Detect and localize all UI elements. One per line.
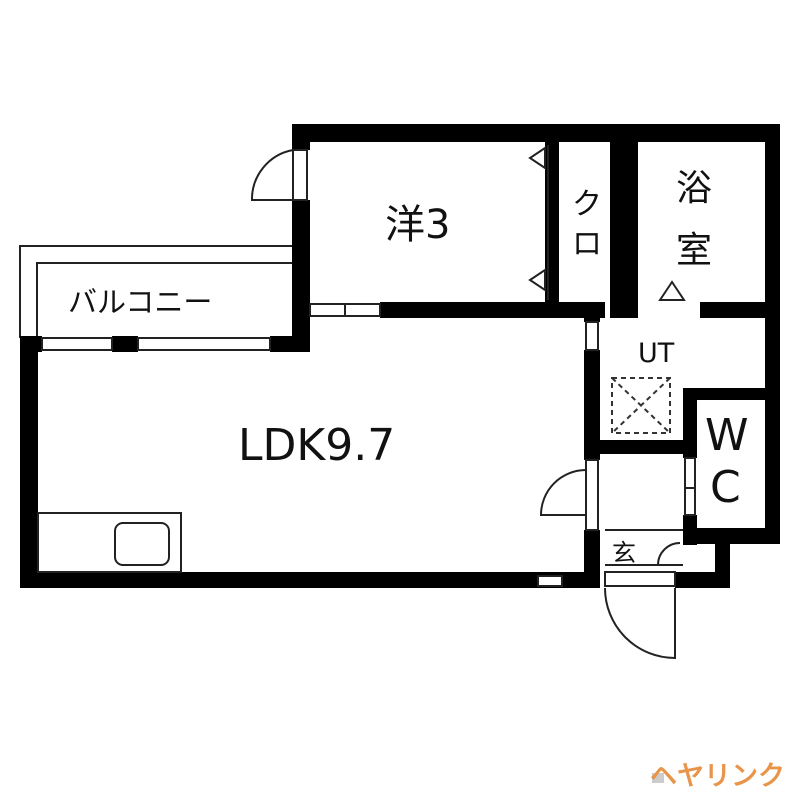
room-label-western: 洋3 — [385, 202, 450, 248]
logo-text: ヘヤリンク — [650, 761, 785, 792]
room-label-entrance: 玄 — [612, 539, 636, 567]
balcony — [19, 245, 292, 338]
windows — [41, 149, 696, 587]
room-label-ut: UT — [638, 338, 675, 369]
room-label-closet-2: ロ — [572, 227, 602, 262]
kitchen-counter — [37, 512, 182, 573]
room-label-closet-1: ク — [572, 187, 602, 222]
room-label-bath-2: 室 — [676, 230, 712, 271]
yarink-logo: ヘヤリンク — [650, 761, 785, 792]
doors — [250, 145, 686, 660]
washer-space — [611, 377, 671, 434]
room-label-balcony: バルコニー — [68, 285, 212, 319]
room-label-wc-c: C — [710, 462, 741, 513]
room-label-wc-w: W — [705, 410, 749, 461]
room-label-bath-1: 浴 — [676, 168, 712, 209]
room-label-ldk: LDK9.7 — [238, 420, 395, 471]
